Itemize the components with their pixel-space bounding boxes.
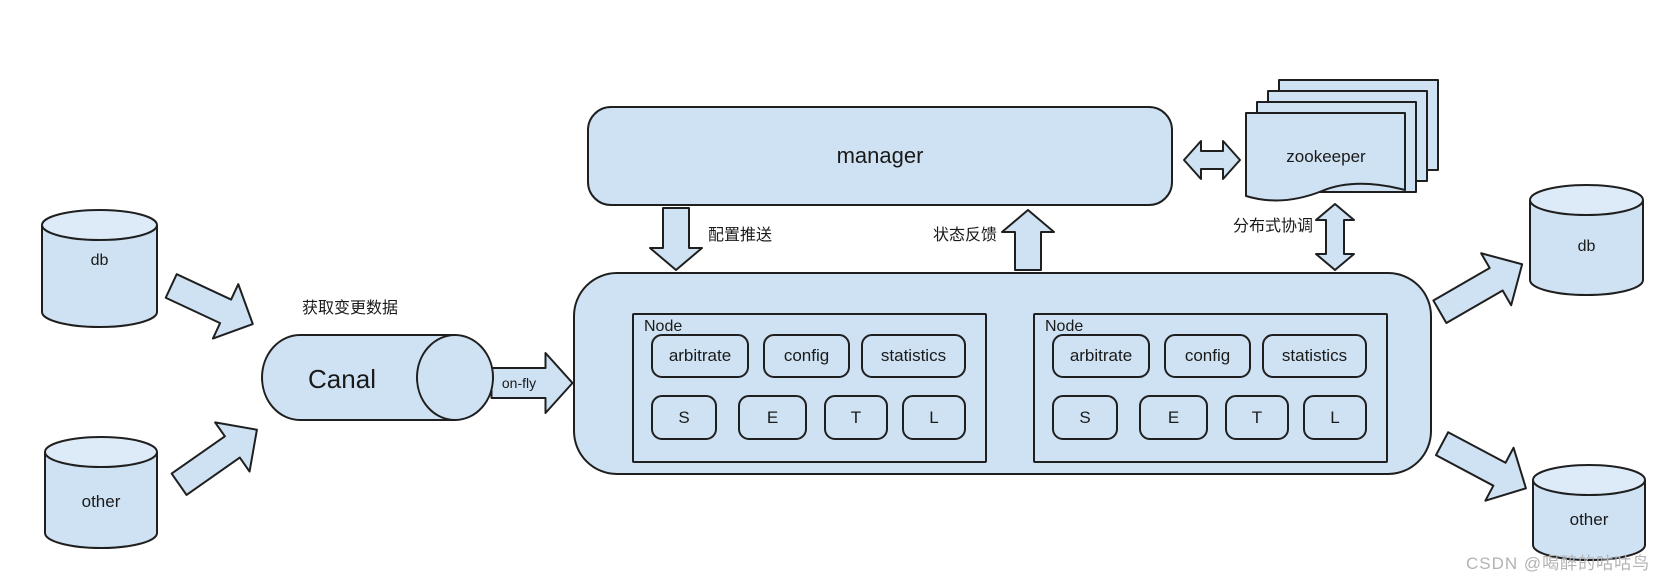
arrow-status-feedback: [1001, 209, 1055, 271]
arrow-on-fly: [490, 352, 574, 414]
source-db-cylinder: [41, 209, 158, 328]
arrow-source-db-to-canal: [164, 273, 254, 340]
target-other-cylinder: [1532, 464, 1646, 561]
canal-cylinder: [261, 334, 494, 421]
arrow-container-to-other: [1434, 431, 1527, 502]
arrow-manager-zookeeper: [1183, 140, 1241, 180]
arrow-source-other-to-canal: [170, 421, 258, 496]
zookeeper-stack: [1245, 79, 1439, 202]
source-other-cylinder: [44, 436, 158, 549]
target-db-cylinder: [1529, 184, 1644, 296]
arrow-config-push: [649, 207, 703, 271]
arrow-zookeeper-container: [1315, 203, 1355, 271]
arrow-container-to-db: [1432, 252, 1524, 325]
